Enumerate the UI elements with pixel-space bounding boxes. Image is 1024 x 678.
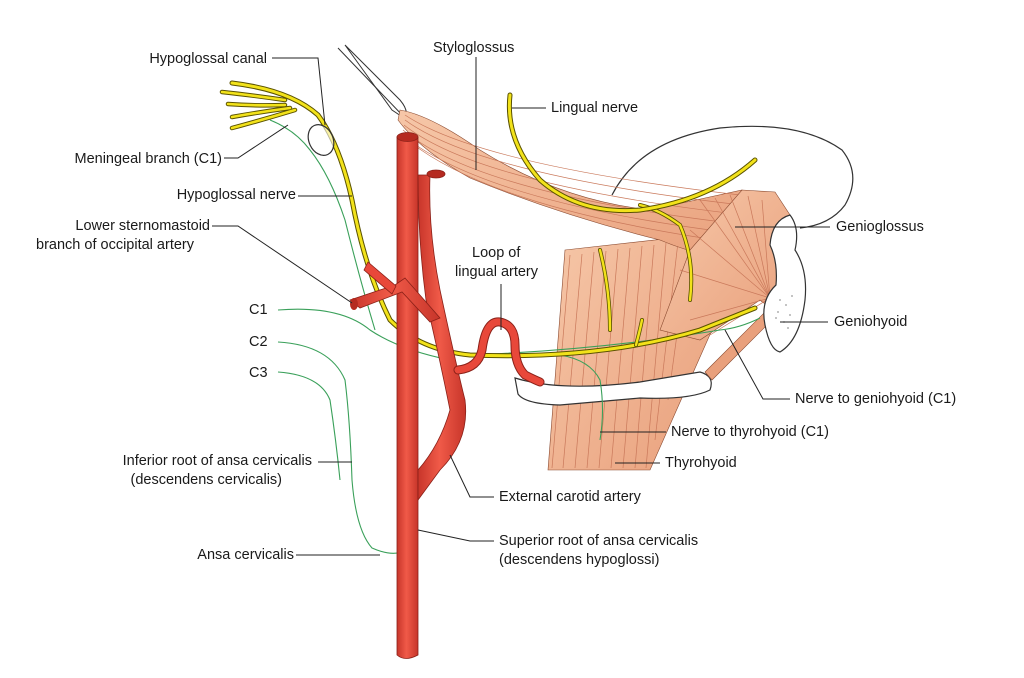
label-genioglossus: Genioglossus — [836, 219, 924, 235]
label-inferior-root-2: (descendens cervicalis) — [130, 472, 282, 488]
label-c1: C1 — [249, 302, 268, 318]
lingual-nerve — [506, 92, 758, 214]
label-hypoglossal-nerve: Hypoglossal nerve — [176, 187, 296, 203]
label-styloglossus: Styloglossus — [433, 40, 515, 56]
label-geniohyoid: Geniohyoid — [834, 314, 908, 330]
label-meningeal-branch: Meningeal branch (C1) — [74, 151, 223, 167]
hypoglossal-canal-ring — [307, 124, 335, 156]
label-ansa-cervicalis: Ansa cervicalis — [197, 547, 294, 563]
label-c2: C2 — [249, 334, 268, 350]
arteries — [349, 132, 545, 659]
label-inferior-root-1: Inferior root of ansa cervicalis — [122, 453, 312, 469]
leader-lines — [212, 57, 830, 556]
label-lower-sternomastoid-2: branch of occipital artery — [36, 237, 194, 253]
label-nerve-to-thyrohyoid: Nerve to thyrohyoid (C1) — [671, 424, 829, 440]
hyoid-bone — [514, 371, 712, 406]
label-nerve-to-geniohyoid: Nerve to geniohyoid (C1) — [795, 391, 957, 407]
label-thyrohyoid: Thyrohyoid — [665, 455, 737, 471]
c3-nerve — [277, 371, 341, 481]
label-superior-root-2: (descendens hypoglossi) — [499, 552, 660, 568]
label-c3: C3 — [249, 365, 268, 381]
label-hypoglossal-canal: Hypoglossal canal — [149, 51, 267, 67]
label-lower-sternomastoid-1: Lower sternomastoid — [75, 218, 210, 234]
label-superior-root-1: Superior root of ansa cervicalis — [499, 533, 699, 549]
nerve-to-thyrohyoid-path — [559, 354, 604, 441]
label-external-carotid: External carotid artery — [499, 489, 641, 505]
c1-nerve — [277, 308, 451, 361]
label-loop-lingual-2: lingual artery — [455, 264, 539, 280]
label-loop-lingual-1: Loop of — [472, 245, 521, 261]
meningeal-branch-nerve — [269, 119, 376, 331]
c2-nerve — [277, 341, 403, 554]
styloglossus-muscle — [397, 109, 761, 259]
external-carotid-artery — [417, 174, 467, 502]
label-lingual-nerve: Lingual nerve — [551, 100, 639, 116]
mandible-section — [763, 214, 807, 353]
styloid-line — [337, 47, 406, 119]
thyrohyoid-muscle — [547, 234, 713, 471]
styloid-process — [344, 44, 407, 119]
common-carotid-artery — [396, 136, 419, 659]
